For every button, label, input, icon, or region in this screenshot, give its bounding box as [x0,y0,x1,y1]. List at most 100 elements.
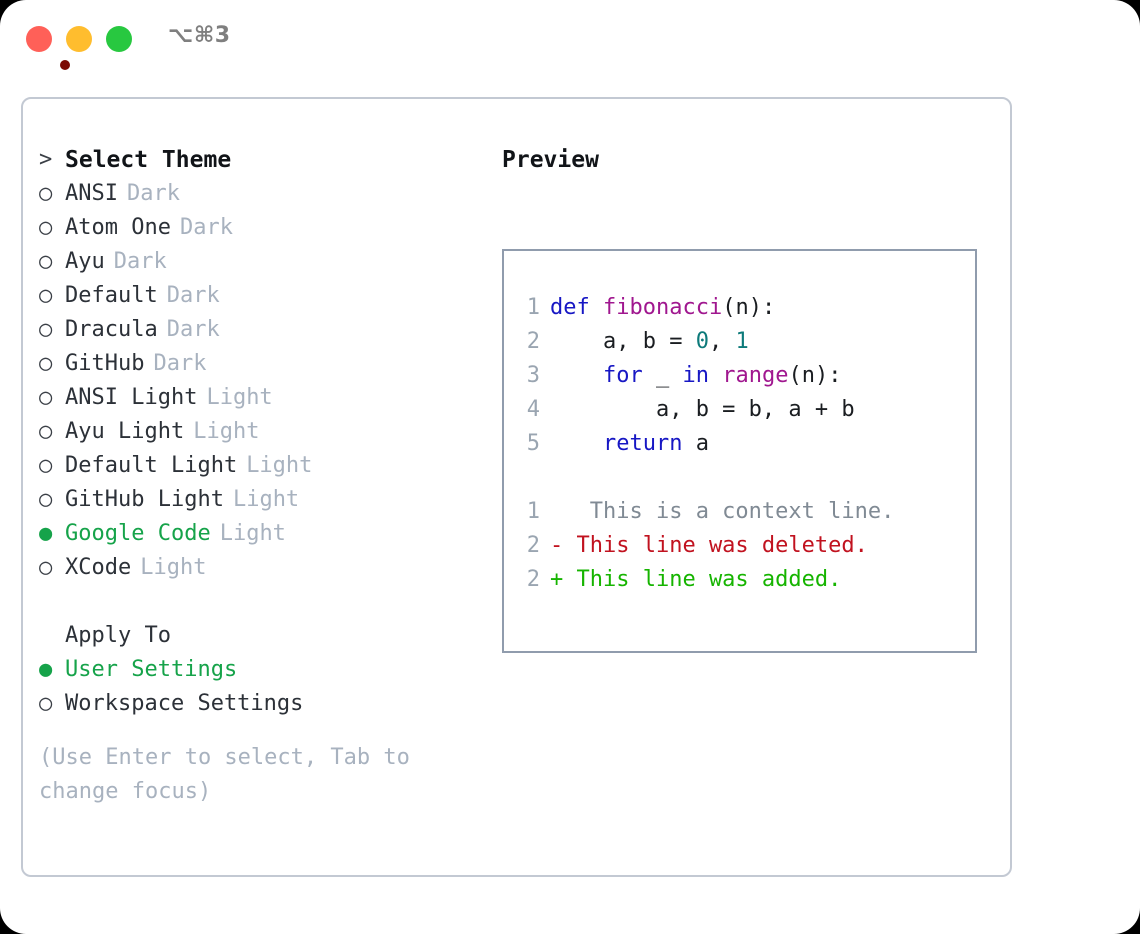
preview-title: Preview [502,147,599,173]
line-number: 1 [526,295,540,320]
theme-variant-tag: Dark [113,249,167,274]
theme-list-item[interactable]: ○ GitHub Light Light [39,483,479,517]
code-line: 3 for _ in range(n): [504,359,975,393]
code-line: 5 return a [504,427,975,461]
code-text: a, b = b, a + b [550,393,855,427]
theme-name: GitHub Light [65,487,224,512]
minimize-dot[interactable] [66,26,92,52]
keyboard-hint-line-2: change focus) [39,779,212,804]
prompt-marker-icon: > [39,147,53,172]
theme-name: Default Light [65,453,238,478]
line-number: 2 [526,533,540,558]
line-number: 5 [526,431,540,456]
diff-text: + This line was added. [550,567,842,592]
theme-list-item[interactable]: ○ Ayu Dark [39,245,479,279]
code-token: def [550,295,603,320]
theme-variant-tag: Dark [166,317,220,342]
code-token: 0 [695,329,709,354]
line-number: 4 [526,397,540,422]
code-token: a [682,431,709,456]
diff-line: 2- This line was deleted. [504,529,975,563]
theme-name: ANSI [65,181,118,206]
keyboard-shortcut-label: ⌥⌘3 [168,23,231,48]
radio-unselected-icon[interactable]: ○ [39,691,53,716]
code-line: 4 a, b = b, a + b [504,393,975,427]
theme-list-item[interactable]: ○ ANSI Dark [39,177,479,211]
code-token [550,431,603,456]
code-token: a, b = b, a + b [550,397,855,422]
code-text: def fibonacci(n): [550,291,775,325]
code-token: a, b = [550,329,696,354]
radio-unselected-icon[interactable]: ○ [39,385,53,410]
theme-list-item[interactable]: ○ Default Dark [39,279,479,313]
theme-variant-tag: Light [246,453,313,478]
theme-name: Default [65,283,158,308]
code-line: 2 a, b = 0, 1 [504,325,975,359]
theme-list-item[interactable]: ○ Default Light Light [39,449,479,483]
recording-indicator-icon [60,60,70,70]
theme-name: Atom One [65,215,171,240]
theme-variant-tag: Light [193,419,260,444]
radio-unselected-icon[interactable]: ○ [39,181,53,206]
theme-variant-tag: Light [206,385,273,410]
code-token [550,363,603,388]
radio-unselected-icon[interactable]: ○ [39,283,53,308]
theme-variant-tag: Dark [153,351,207,376]
code-text: a, b = 0, 1 [550,325,749,359]
code-token: return [602,431,683,456]
code-line: 1 def fibonacci(n): [504,291,975,325]
line-number: 2 [526,567,540,592]
radio-unselected-icon[interactable]: ○ [39,453,53,478]
radio-unselected-icon[interactable]: ○ [39,419,53,444]
theme-variant-tag: Dark [179,215,233,240]
theme-variant-tag: Dark [166,283,220,308]
code-token: (n): [788,363,842,388]
radio-unselected-icon[interactable]: ○ [39,351,53,376]
select-theme-header: > Select Theme [39,143,479,177]
code-token: 1 [735,329,749,354]
code-token: range [722,363,789,388]
radio-selected-icon[interactable]: ● [39,521,53,546]
code-token: , [708,329,736,354]
theme-name: GitHub [65,351,145,376]
radio-unselected-icon[interactable]: ○ [39,487,53,512]
radio-unselected-icon[interactable]: ○ [39,555,53,580]
radio-unselected-icon[interactable]: ○ [39,249,53,274]
apply-to-option[interactable]: ○ Workspace Settings [39,687,479,721]
theme-variant-tag: Dark [126,181,180,206]
radio-unselected-icon[interactable]: ○ [39,317,53,342]
theme-list-item[interactable]: ○ GitHub Dark [39,347,479,381]
close-dot[interactable] [26,26,70,70]
list-spacer [39,585,479,619]
diff-sample: 1 This is a context line.2- This line wa… [504,495,975,597]
diff-line: 1 This is a context line. [504,495,975,529]
apply-to-list: ●User Settings ○ Workspace Settings [39,653,479,721]
theme-list-item[interactable]: ○ Atom One Dark [39,211,479,245]
diff-text: This is a context line. [550,499,895,524]
maximize-dot[interactable] [106,26,132,52]
apply-to-option[interactable]: ●User Settings [39,653,479,687]
keyboard-hint: (Use Enter to select, Tab to change focu… [39,741,439,809]
theme-name: XCode [65,555,132,580]
apply-to-option-label: Workspace Settings [65,691,304,716]
code-token: for [602,363,643,388]
diff-line: 2 + This line was added. [504,563,975,597]
title-bar: ⌥⌘3 [0,0,1140,78]
theme-variant-tag: Light [232,487,300,512]
theme-variant-tag: Light [140,555,207,580]
radio-unselected-icon[interactable]: ○ [39,215,53,240]
theme-list-item[interactable]: ○ XCode Light [39,551,479,585]
code-token: in [682,363,709,388]
code-token: fibonacci [602,295,723,320]
radio-selected-icon[interactable]: ● [39,657,53,682]
theme-name: Ayu [65,249,105,274]
